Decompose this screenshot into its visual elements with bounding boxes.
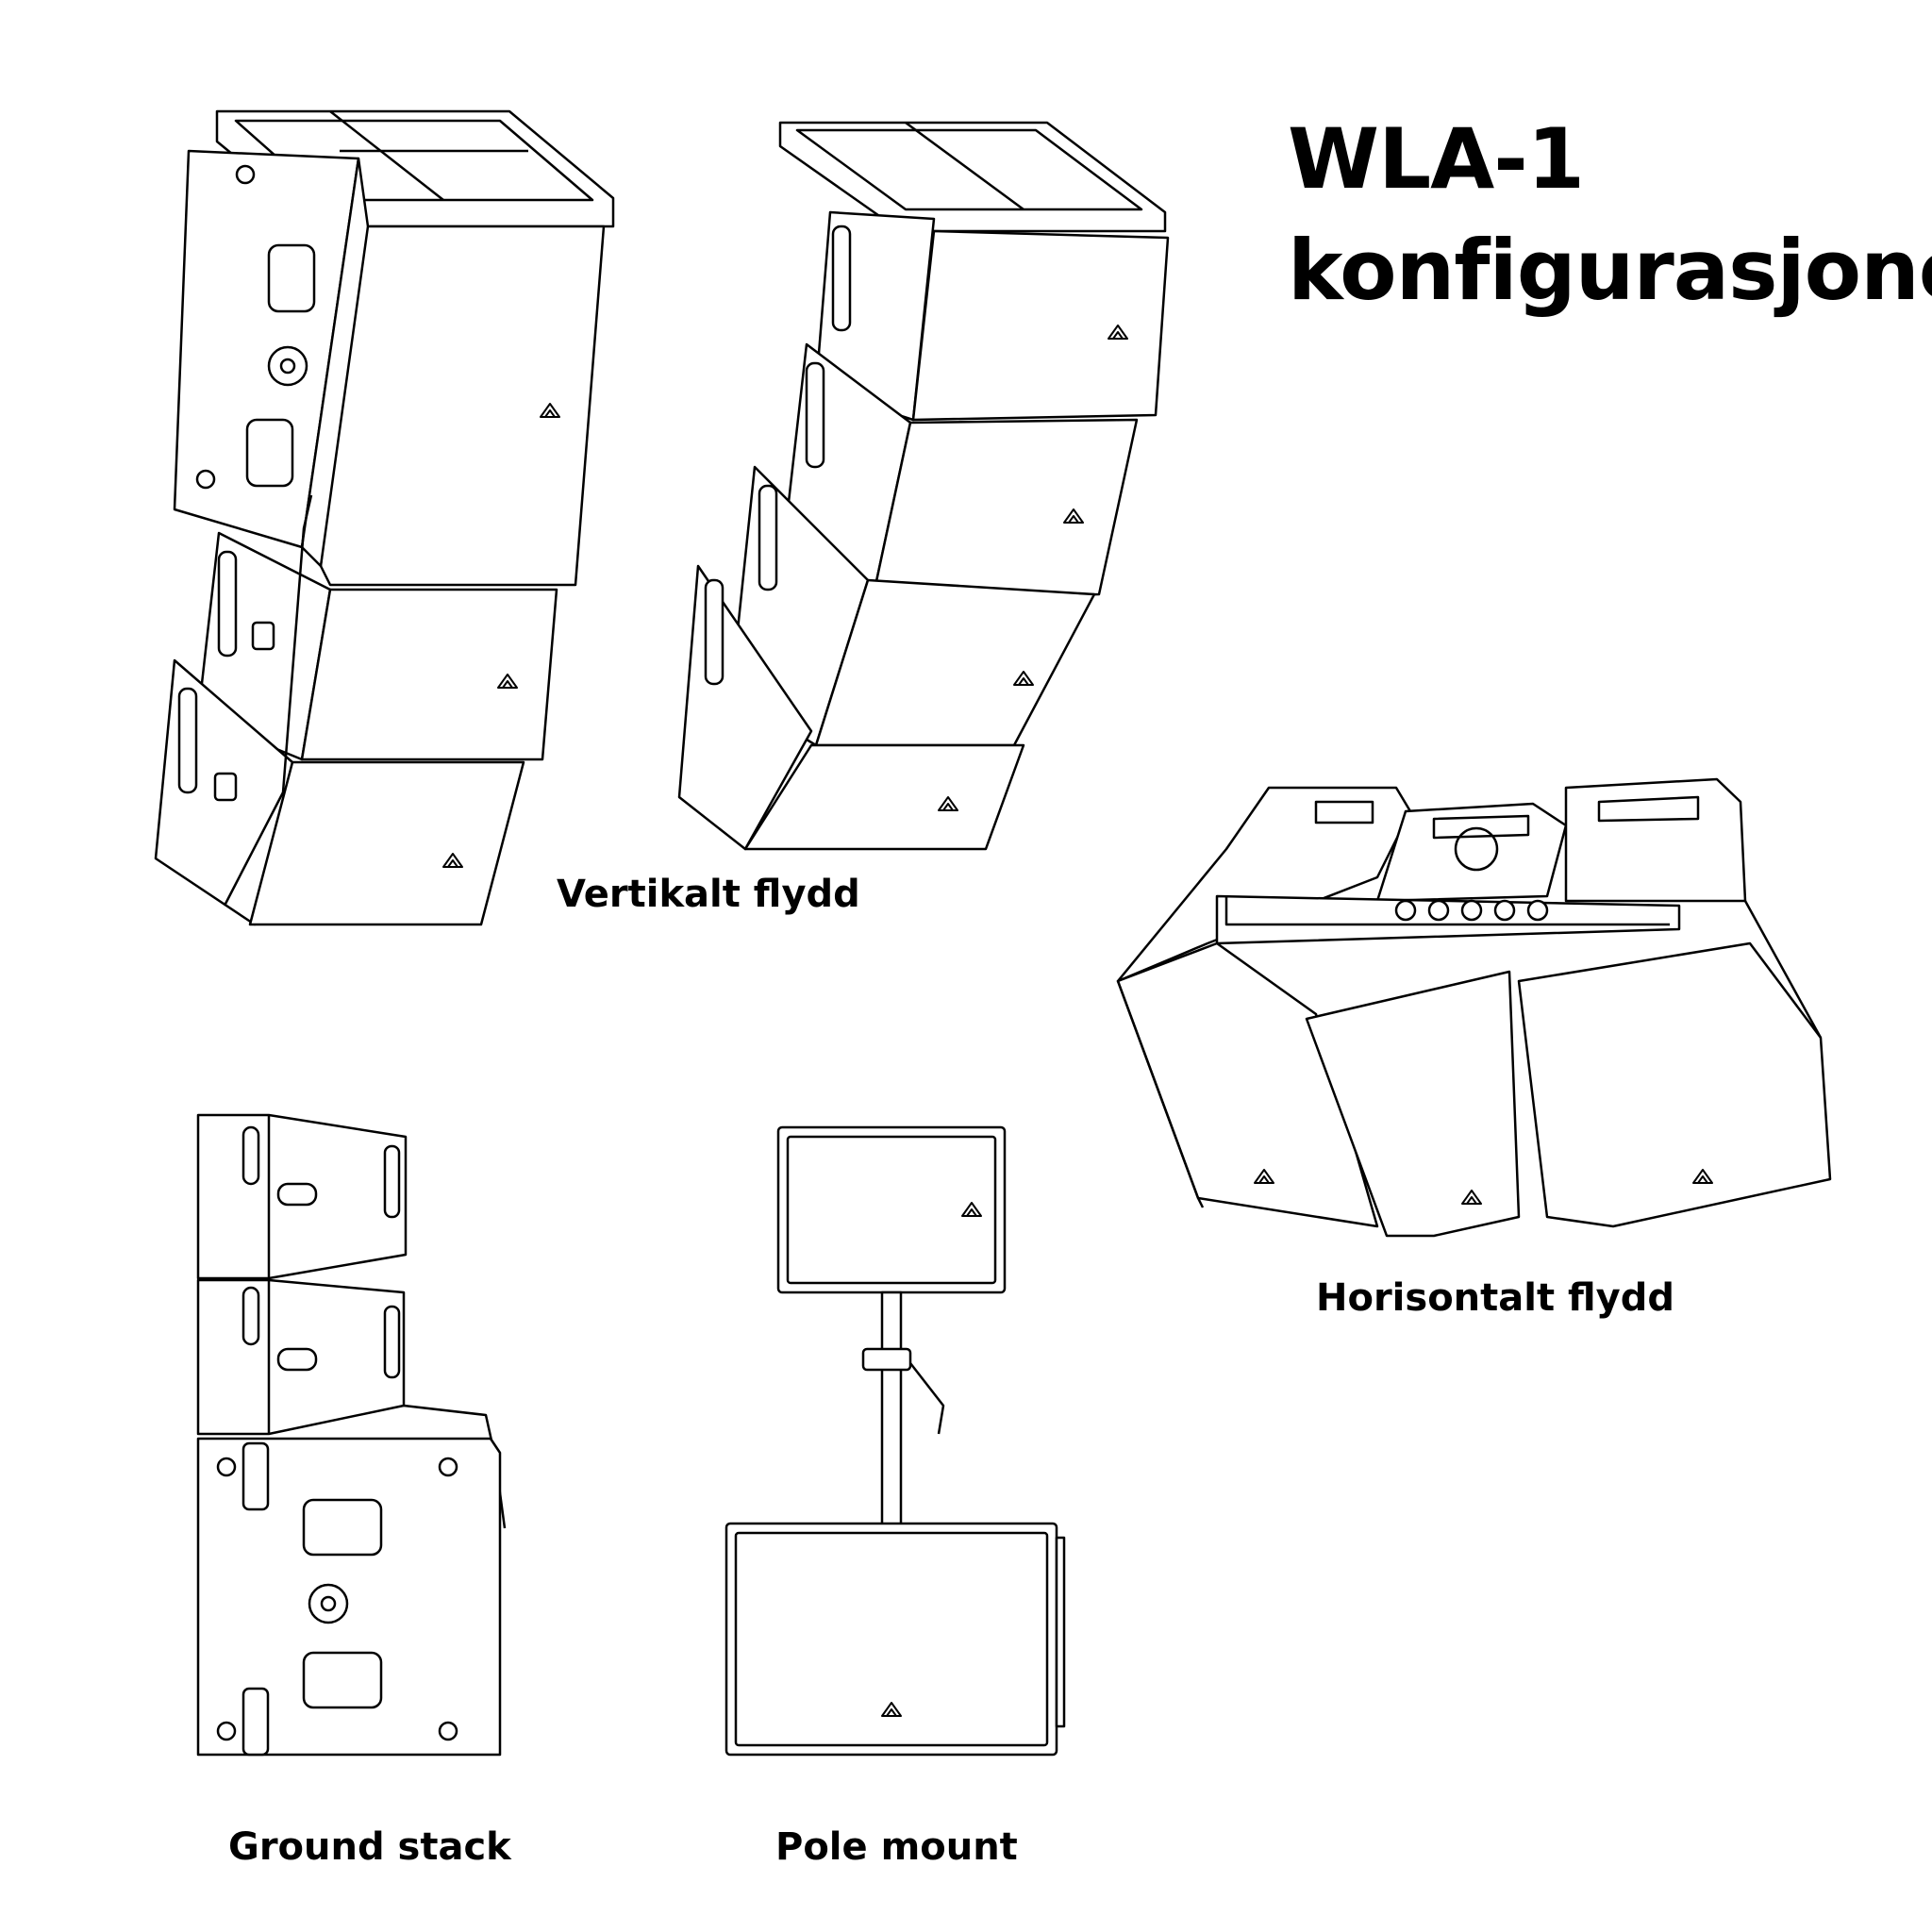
- ground-stack-illustration: [196, 1113, 507, 1757]
- horizontal-array-illustration: [1116, 777, 1832, 1238]
- title-line-1: WLA-1: [1288, 110, 1585, 208]
- pole-mount-illustration: [724, 1125, 1066, 1757]
- title-line-2: konfigurasjoner: [1288, 222, 1932, 319]
- vertical-array-left-illustration: [154, 109, 615, 926]
- caption-vertical: Vertikalt flydd: [557, 873, 860, 916]
- caption-horizontal: Horisontalt flydd: [1316, 1276, 1675, 1320]
- vertical-array-curved-illustration: [677, 121, 1170, 851]
- page-title: WLA-1 konfigurasjoner: [1288, 104, 1932, 326]
- caption-pole-mount: Pole mount: [775, 1825, 1018, 1869]
- caption-ground-stack: Ground stack: [228, 1825, 511, 1869]
